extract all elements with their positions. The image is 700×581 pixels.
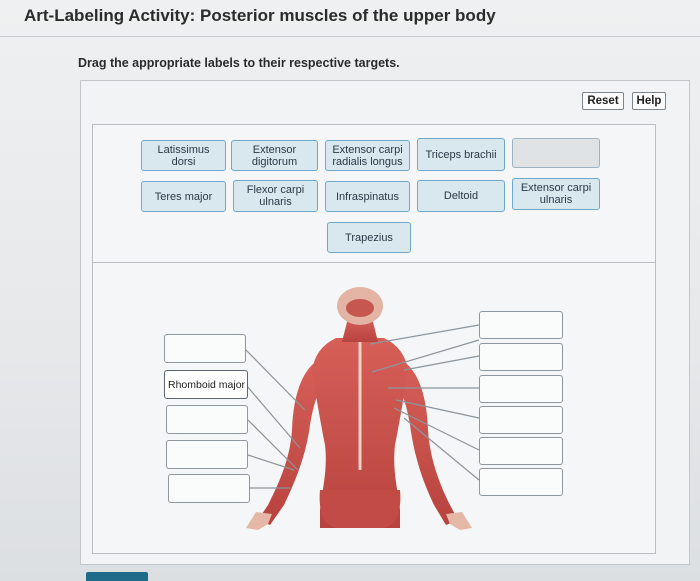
help-button[interactable]: Help [632,92,666,110]
label-chip-text: Infraspinatus [336,190,399,203]
drop-target-right-5[interactable] [479,437,563,465]
drop-target-left-3[interactable] [166,405,248,434]
label-bank-divider [92,262,656,263]
label-chip-text: ulnaris [539,194,573,206]
label-chip-text: Extensor [252,143,297,156]
label-chip-trapezius[interactable]: Trapezius [327,222,411,253]
drop-target-left-5[interactable] [168,474,250,503]
label-chip-text: Teres major [154,190,213,203]
label-chip-latissimus-dorsi[interactable]: Latissimus dorsi [141,140,226,171]
drop-target-left-4[interactable] [166,440,248,469]
label-chip-teres-major[interactable]: Teres major [141,181,226,212]
page-title: Art-Labeling Activity: Posterior muscles… [24,6,496,25]
reset-button[interactable]: Reset [582,92,624,110]
label-chip-text: Trapezius [345,231,393,244]
label-chip-deltoid[interactable]: Deltoid [417,180,505,212]
label-chip-text: Extensor carpi [332,143,403,156]
drop-target-text: Rhomboid major [168,378,246,391]
submit-button[interactable] [86,572,148,581]
label-chip-text: Triceps brachii [425,148,497,161]
label-chip-triceps-brachii[interactable]: Triceps brachii [417,138,505,171]
label-chip-text: Flexor carpi [246,184,305,196]
label-chip-infraspinatus[interactable]: Infraspinatus [325,181,410,212]
instructions-text: Drag the appropriate labels to their res… [78,56,400,70]
drop-target-right-2[interactable] [479,343,563,371]
title-divider [0,36,700,37]
label-chip-text: ulnaris [259,196,292,208]
label-chip-text: Latissimus dorsi [157,143,210,168]
drop-target-right-1[interactable] [479,311,563,339]
drop-target-right-6[interactable] [479,468,563,496]
label-chip-text: Deltoid [443,190,479,202]
drop-target-right-3[interactable] [479,375,563,403]
drop-target-left-1[interactable] [164,334,246,363]
label-chip-text: radialis longus [332,155,403,168]
label-chip-text: digitorum [251,155,298,168]
label-chip-text: Extensor carpi [520,182,592,194]
drop-target-right-4[interactable] [479,406,563,434]
drop-target-left-2[interactable]: Rhomboid major [164,370,248,399]
label-chip-empty-slot [512,138,600,168]
